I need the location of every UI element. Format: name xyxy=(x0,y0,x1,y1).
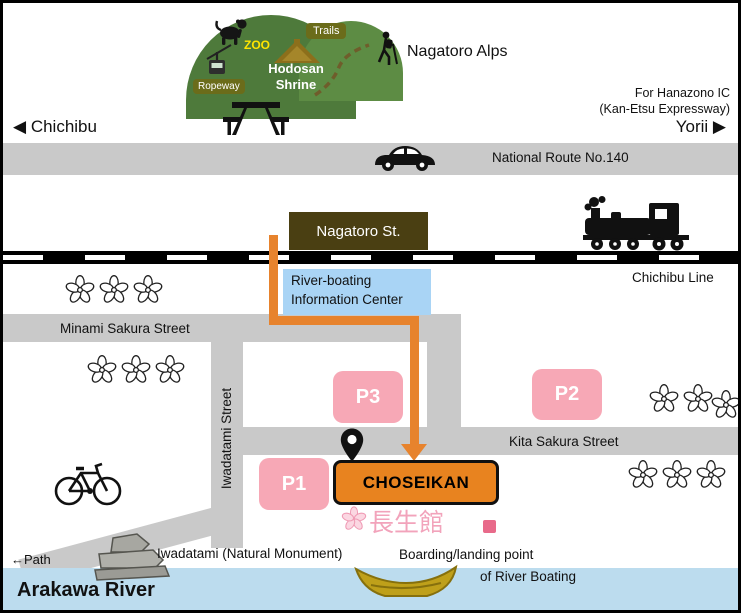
route-path-segment-2 xyxy=(269,316,419,325)
ropeway-cable-car-icon xyxy=(206,44,232,74)
trails-badge: Trails xyxy=(306,23,347,39)
iwadatami-rocks-icon xyxy=(94,533,171,581)
minami-sakura-label: Minami Sakura Street xyxy=(60,321,190,336)
direction-west: ◀ Chichibu xyxy=(13,117,97,137)
shrine-roof-icon xyxy=(274,39,320,63)
cherry-blossom-icon xyxy=(99,275,129,305)
cherry-blossom-icon xyxy=(87,355,117,385)
route-path-segment-1 xyxy=(269,235,278,325)
hanazono-line1: For Hanazono IC xyxy=(634,86,730,100)
trail-path-icon xyxy=(314,43,370,97)
cherry-blossom-icon xyxy=(649,384,679,414)
east-arrow-icon: ▶ xyxy=(712,117,726,136)
arakawa-river-label: Arakawa River xyxy=(17,579,155,601)
info-center-box: River-boating Information Center xyxy=(283,269,431,315)
cherry-blossom-icon xyxy=(628,460,658,490)
cherry-blossom-icon xyxy=(683,384,713,414)
cherry-blossom-icon xyxy=(696,460,726,490)
route-arrowhead xyxy=(401,444,427,461)
cherry-blossom-icon xyxy=(711,390,738,420)
hanazono-ic-label: For Hanazono IC (Kan-Etsu Expressway) xyxy=(599,85,730,118)
cherry-blossom-icon xyxy=(133,275,163,305)
hiker-icon xyxy=(377,31,398,65)
kita-sakura-label: Kita Sakura Street xyxy=(509,434,619,449)
direction-east: Yorii ▶ xyxy=(676,117,726,137)
cherry-blossom-icon xyxy=(65,275,95,305)
kita-sakura-road xyxy=(211,427,738,455)
zoo-label: ZOO xyxy=(244,38,270,52)
east-town-label: Yorii xyxy=(675,117,709,136)
national-route-road xyxy=(3,143,738,175)
river-boat-icon xyxy=(354,564,458,597)
iwadatami-monument-label: Iwadatami (Natural Monument) xyxy=(157,546,343,561)
iwadatami-street-text: Iwadatami Street xyxy=(219,387,235,489)
route-path-segment-3 xyxy=(410,316,419,445)
railway-ties xyxy=(3,255,738,260)
choseikan-japanese-logo: 長生館 xyxy=(369,509,445,537)
bicycle-icon xyxy=(54,462,122,506)
hanko-stamp-icon xyxy=(483,520,496,533)
chichibu-line-label: Chichibu Line xyxy=(632,270,714,285)
pink-blossom-icon xyxy=(341,506,367,530)
monkey-zoo-icon xyxy=(215,19,247,45)
nagatoro-alps-label: Nagatoro Alps xyxy=(407,43,508,60)
nagatoro-station-box: Nagatoro St. xyxy=(289,212,428,250)
boarding-point-label-line1: Boarding/landing point xyxy=(399,547,534,562)
national-route-label: National Route No.140 xyxy=(492,150,629,165)
iwadatami-street-label: Iwadatami Street xyxy=(211,353,243,523)
hanazono-line2: (Kan-Etsu Expressway) xyxy=(599,102,730,117)
boarding-point-label-line2: of River Boating xyxy=(480,569,577,584)
west-arrow-icon: ◀ xyxy=(13,117,27,136)
west-town-label: Chichibu xyxy=(30,117,97,136)
parking-p1: P1 xyxy=(259,458,329,510)
choseikan-box: CHOSEIKAN xyxy=(333,460,499,505)
parking-p3: P3 xyxy=(333,371,403,423)
map-pin-icon xyxy=(340,428,364,462)
cherry-blossom-icon xyxy=(662,460,692,490)
car-icon xyxy=(375,146,435,171)
path-label: ←Path xyxy=(11,552,51,567)
steam-train-icon xyxy=(583,196,689,251)
cherry-blossom-icon xyxy=(155,355,185,385)
railway-line xyxy=(3,251,738,264)
hodosan-shrine-label: Hodosan Shrine xyxy=(268,61,324,92)
parking-p2: P2 xyxy=(532,369,602,420)
ropeway-badge: Ropeway xyxy=(193,79,245,94)
cherry-blossom-icon xyxy=(121,355,151,385)
picnic-table-icon xyxy=(223,102,289,135)
